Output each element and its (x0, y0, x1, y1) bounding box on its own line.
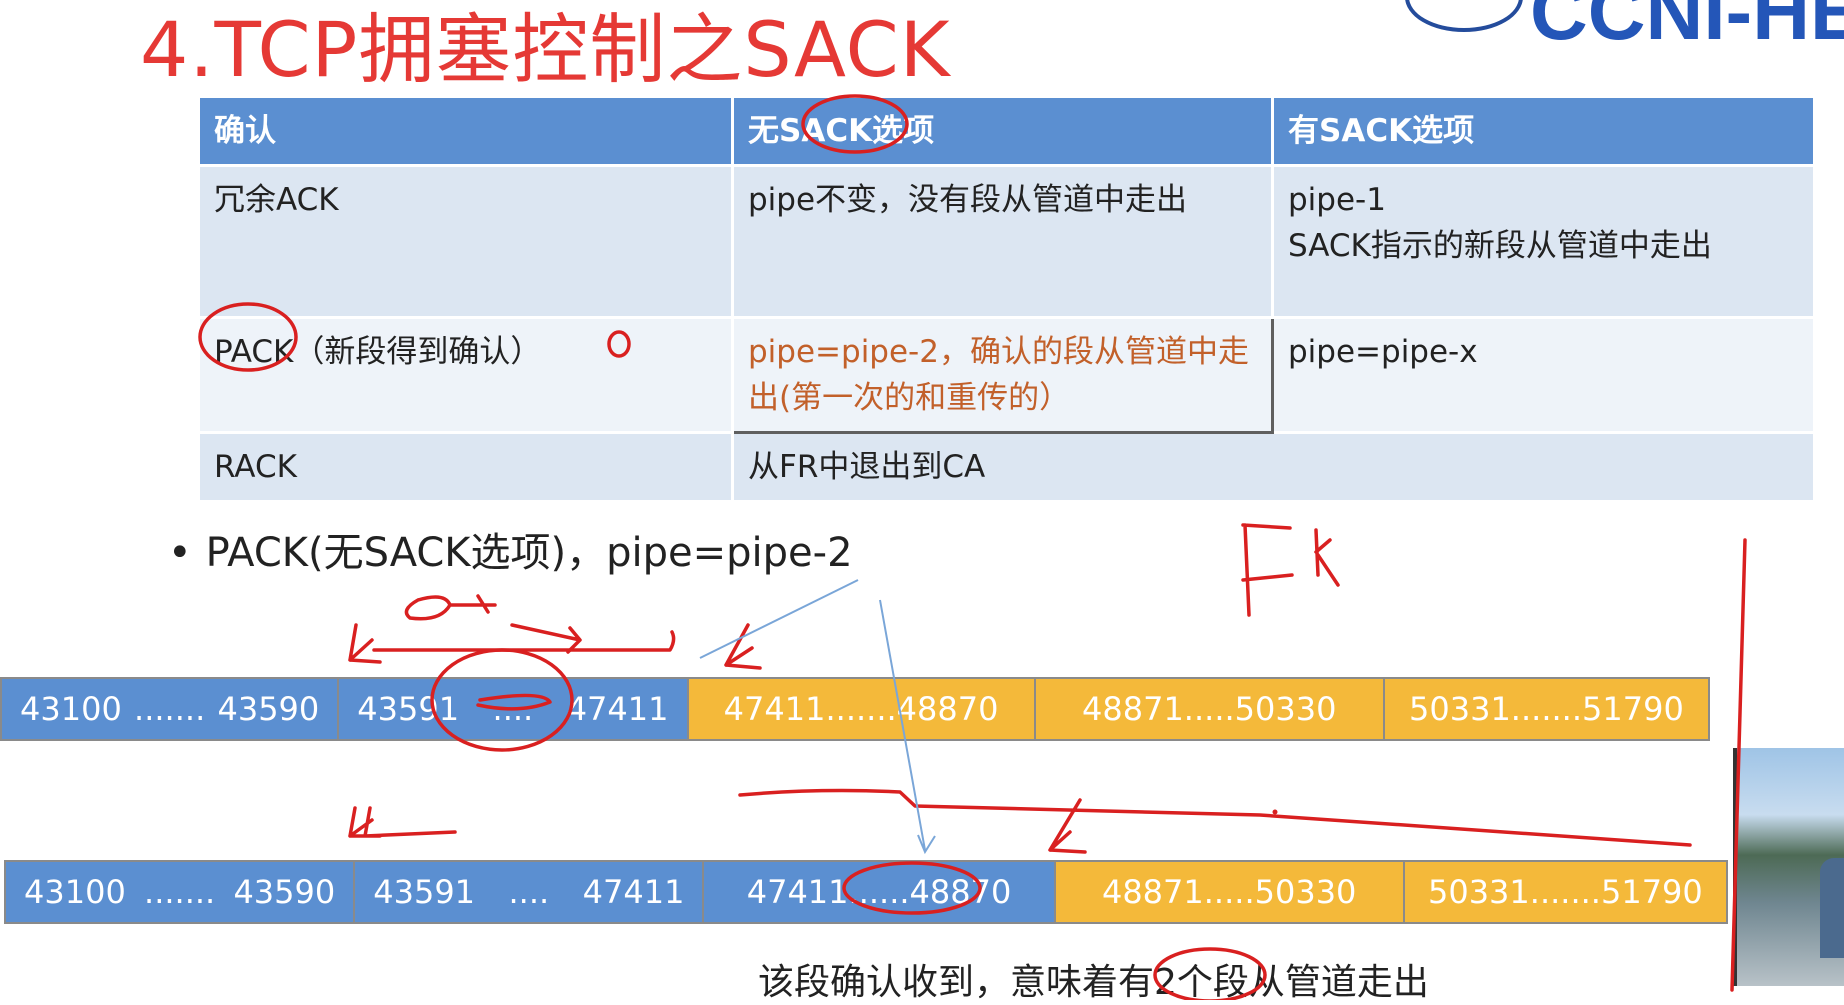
segment-end: 47411 (582, 873, 685, 911)
segment-48871-50330: 48871.....50330 (1055, 862, 1405, 922)
table-row: 冗余ACK pipe不变，没有段从管道中走出 pipe-1 SACK指示的新段从… (197, 164, 1816, 319)
cell-dup-ack-no-sack: pipe不变，没有段从管道中走出 (731, 164, 1274, 319)
presenter-webcam-image (1733, 748, 1844, 986)
university-seal-logo (1405, 0, 1523, 32)
segment-50331-51790: 50331.......51790 (1384, 679, 1708, 739)
segment-ellipsis: ....... (144, 873, 216, 911)
table-row: PACK（新段得到确认） pipe=pipe-2，确认的段从管道中走出(第一次的… (197, 316, 1816, 434)
bullet-point: • PACK(无SACK选项)，pipe=pipe-2 (168, 520, 853, 578)
segment-end: 47411 (566, 690, 669, 728)
cell-rack-action: 从FR中退出到CA (731, 431, 1816, 503)
bullet-dot: • (168, 530, 192, 576)
ink-bracket-left (372, 630, 676, 652)
ink-arrow-boundary (1048, 798, 1087, 854)
ink-dot (1272, 809, 1278, 815)
segment-strip-before: 43100 ....... 43590 43591 .... 47411 474… (0, 677, 1710, 741)
segment-43591-47411: 43591 .... 47411 (339, 679, 689, 739)
segment-start: 43591 (357, 690, 460, 728)
segment-43100-43590: 43100 ....... 43590 (6, 862, 356, 922)
segment-ellipsis: ....... (134, 690, 206, 728)
segment-start: 43591 (373, 873, 476, 911)
header-ack: 确认 (197, 95, 734, 167)
segment-ellipsis: .... (508, 873, 550, 911)
cell-pack-with-sack: pipe=pipe-x (1271, 316, 1816, 434)
ink-curve-boundary (738, 788, 1692, 847)
header-with-sack: 有SACK选项 (1271, 95, 1816, 167)
segment-47411-48870: 47411.......48870 (688, 679, 1036, 739)
cell-dup-ack-with-sack: pipe-1 SACK指示的新段从管道中走出 (1271, 164, 1816, 319)
table-row: RACK 从FR中退出到CA (197, 431, 1816, 503)
segment-strip-after: 43100 ....... 43590 43591 .... 47411 474… (4, 860, 1728, 924)
segment-50331-51790: 50331.......51790 (1404, 862, 1726, 922)
segment-end: 43590 (233, 873, 336, 911)
slide-title: 4.TCP拥塞控制之SACK (140, 5, 951, 94)
ink-arrow-lower-left (348, 806, 457, 838)
segment-start: 43100 (24, 873, 126, 911)
cell-pack: PACK（新段得到确认） (197, 316, 734, 434)
segment-43100-43590: 43100 ....... 43590 (2, 679, 340, 739)
blue-pointer-line (699, 579, 859, 659)
segment-start: 43100 (20, 690, 122, 728)
fr-handwriting (1241, 523, 1340, 617)
logo-text: CCNI-HEF (1530, 0, 1844, 56)
segment-47411-48870: 47411......48870 (704, 862, 1056, 922)
header-no-sack: 无SACK选项 (731, 95, 1274, 167)
caption-text: 该段确认收到，意味着有2个段从管道走出 (758, 962, 1429, 1003)
ink-arrow-pack (724, 623, 762, 670)
presenter-figure (1820, 858, 1844, 958)
segment-48871-50330: 48871.....50330 (1035, 679, 1385, 739)
table-header-row: 确认 无SACK选项 有SACK选项 (197, 95, 1816, 167)
ink-arrow-left (348, 623, 382, 664)
segment-ellipsis: .... (492, 690, 534, 728)
ink-scribble-top (404, 594, 497, 621)
cell-pack-no-sack-highlight: pipe=pipe-2，确认的段从管道中走出(第一次的和重传的） (731, 316, 1274, 434)
cell-dup-ack: 冗余ACK (197, 164, 734, 319)
sack-comparison-table: 确认 无SACK选项 有SACK选项 冗余ACK pipe不变，没有段从管道中走… (197, 95, 1816, 503)
bullet-text: PACK(无SACK选项)，pipe=pipe-2 (205, 530, 853, 576)
cell-rack: RACK (197, 431, 734, 503)
ink-arrow-right (510, 623, 582, 654)
segment-end: 43590 (217, 690, 320, 728)
segment-43591-47411: 43591 .... 47411 (355, 862, 705, 922)
